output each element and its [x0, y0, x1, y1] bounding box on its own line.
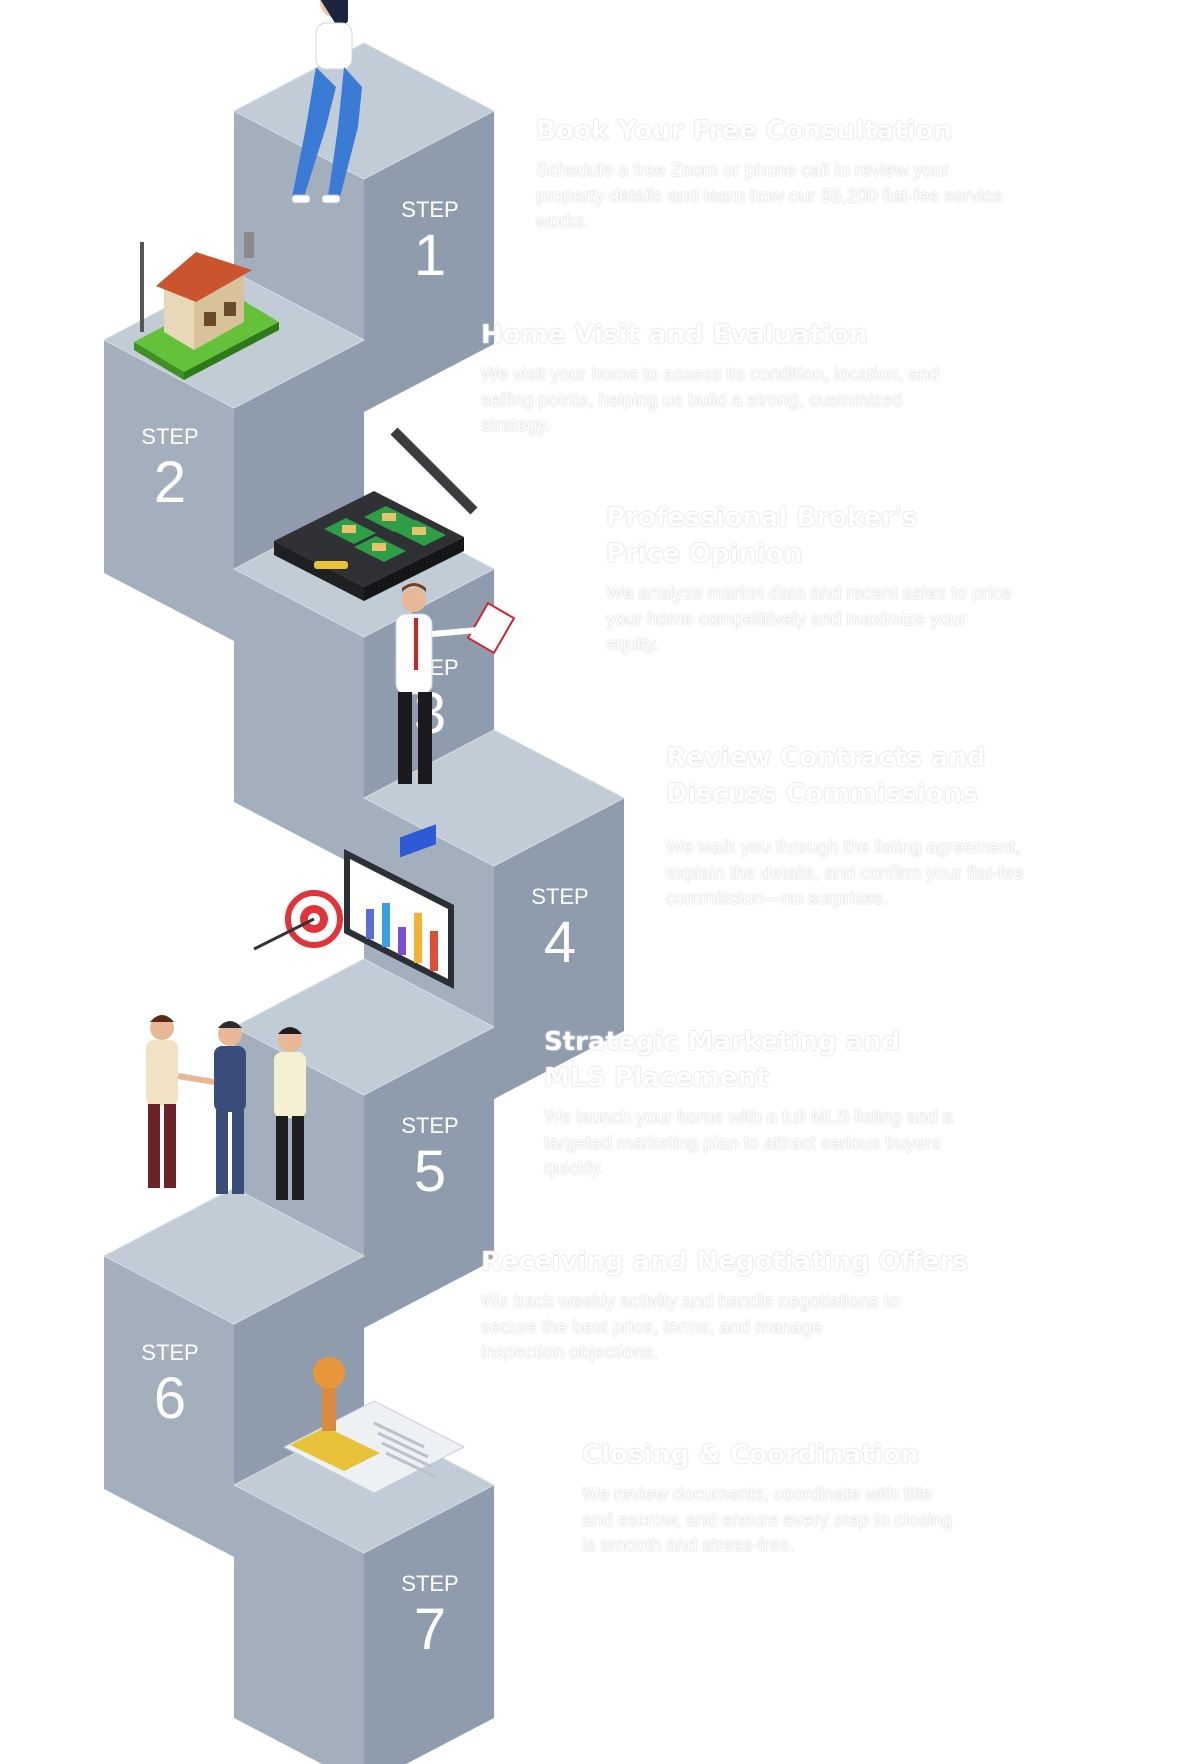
monitor-chart-target-icon	[253, 824, 454, 989]
step-6-title: Receiving and Negotiating Offers	[481, 1247, 968, 1277]
step-6-label: STEP	[141, 1340, 198, 1365]
step-1-description: Schedule a free Zoom or phone call to re…	[536, 159, 1003, 231]
handshake-people-icon	[146, 1015, 306, 1200]
step-4-text: Review Contracts and Discuss Commissions…	[666, 740, 1036, 911]
step-6-text: Receiving and Negotiating Offers We trac…	[481, 1244, 971, 1365]
step-1-text: Book Your Free Consultation Schedule a f…	[536, 113, 1006, 234]
step-4-description: We walk you through the listing agreemen…	[666, 836, 1024, 908]
step-4-label: STEP	[531, 884, 588, 909]
step-7-description: We review documents, coordinate with tit…	[582, 1483, 953, 1555]
step-5-label: STEP	[401, 1113, 458, 1138]
step-7-number: 7	[414, 1597, 446, 1662]
step-2-number: 2	[154, 450, 186, 515]
step-2-title: Home Visit and Evaluation	[481, 320, 868, 350]
woman-with-phone-icon	[291, 0, 362, 204]
step-2-text: Home Visit and Evaluation We visit your …	[481, 317, 961, 438]
stamp-document-icon	[282, 1357, 466, 1494]
step-5-description: We launch your home with a full MLS list…	[544, 1106, 953, 1178]
house-icon	[134, 232, 279, 380]
step-3-title: Professional Broker's Price Opinion	[606, 503, 918, 569]
agent-with-clipboard-icon	[395, 583, 516, 784]
step-3-description: We analyze market data and recent sales …	[606, 582, 1012, 654]
step-6-number: 6	[154, 1366, 186, 1431]
step-6-description: We track weekly activity and handle nego…	[481, 1290, 900, 1362]
step-2-description: We visit your home to assess its conditi…	[481, 363, 940, 435]
step-5-text: Strategic Marketing and MLS Placement We…	[544, 1024, 984, 1181]
step-5-title: Strategic Marketing and MLS Placement	[544, 1027, 901, 1093]
step-4-number: 4	[544, 910, 576, 975]
step-7-label: STEP	[401, 1571, 458, 1596]
step-4-title: Review Contracts and Discuss Commissions	[666, 743, 986, 809]
step-5-number: 5	[414, 1139, 446, 1204]
briefcase-with-money-icon	[274, 427, 478, 601]
step-1-number: 1	[414, 223, 446, 288]
step-1-title: Book Your Free Consultation	[536, 116, 952, 146]
step-3-text: Professional Broker's Price Opinion We a…	[606, 500, 1016, 657]
step-7-title: Closing & Coordination	[582, 1440, 920, 1470]
step-1-label: STEP	[401, 197, 458, 222]
step-7-text: Closing & Coordination We review documen…	[582, 1437, 962, 1558]
step-2-label: STEP	[141, 424, 198, 449]
